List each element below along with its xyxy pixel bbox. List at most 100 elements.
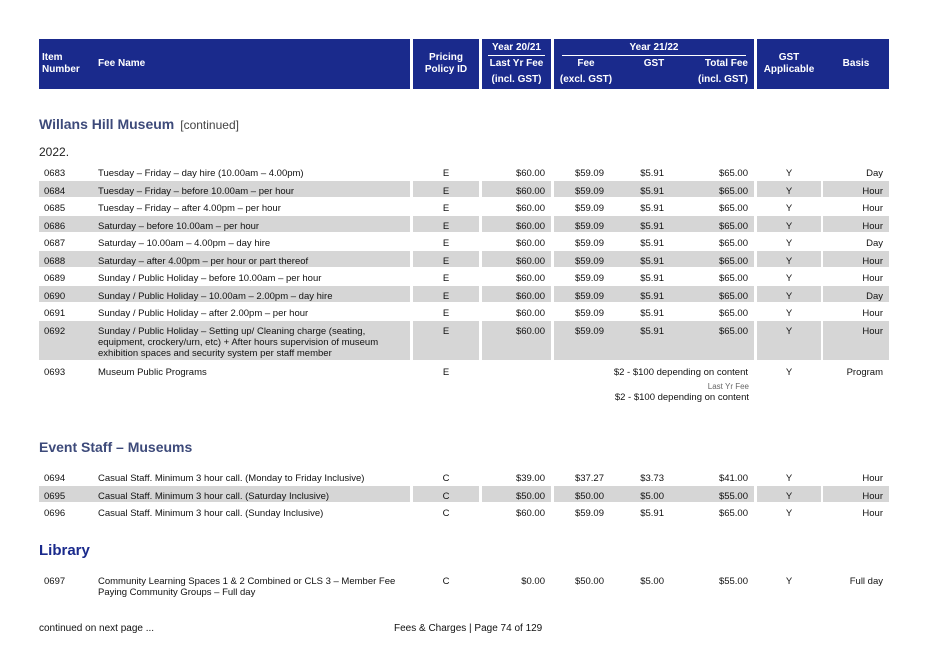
section-continued-label: [continued] bbox=[180, 118, 239, 132]
row-basis: Hour bbox=[862, 473, 883, 484]
row-fee-name: Casual Staff. Minimum 3 hour call. (Satu… bbox=[98, 490, 330, 502]
row-last-yr-fee: $0.00 bbox=[521, 576, 545, 587]
section-title-library: Library bbox=[39, 542, 90, 559]
row-last-yr-fee: $50.00 bbox=[515, 490, 545, 502]
row-basis: Hour bbox=[862, 490, 883, 502]
row-current-cell: $50.00 $5.00 $55.00 bbox=[554, 485, 754, 502]
row-gst: $5.00 bbox=[640, 490, 664, 502]
section-title-event-staff: Event Staff – Museums bbox=[39, 439, 193, 455]
row-policy: E bbox=[442, 220, 450, 232]
row-policy: E bbox=[442, 255, 450, 267]
row-fee: $59.09 bbox=[574, 308, 604, 319]
row-last-cell: $60.00 bbox=[482, 163, 551, 180]
row-total: $65.00 bbox=[718, 168, 748, 179]
program-last-yr-label: Last Yr Fee bbox=[707, 382, 749, 391]
row-fee: $50.00 bbox=[574, 490, 604, 502]
header-total-1: Total Fee bbox=[704, 58, 748, 69]
row-gst: $5.91 bbox=[640, 255, 664, 267]
row-current-cell: $59.09$5.91$65.00 bbox=[554, 180, 754, 197]
row-policy: C bbox=[442, 490, 450, 502]
row-last-yr-fee: $60.00 bbox=[515, 203, 545, 214]
row-basis: Hour bbox=[862, 255, 883, 267]
row-total: $55.00 bbox=[718, 490, 748, 502]
row-last-yr-fee: $60.00 bbox=[515, 238, 545, 249]
row-app-cell: Y bbox=[757, 285, 821, 302]
row-fee-name: Community Learning Spaces 1 & 2 Combined… bbox=[98, 576, 396, 598]
row-total: $65.00 bbox=[718, 203, 748, 214]
row-app-cell: Y bbox=[757, 303, 821, 320]
row-current-cell: $59.09$5.91$65.00 bbox=[554, 285, 754, 302]
row-current-cell: $59.09$5.91$65.00 bbox=[554, 268, 754, 285]
row-gst: $5.91 bbox=[640, 238, 664, 249]
row-policy: E bbox=[442, 308, 450, 319]
header-last-yr-2: (incl. GST) bbox=[491, 74, 542, 85]
row-gst: $5.91 bbox=[640, 308, 664, 319]
row-basis-cell: Hour bbox=[823, 198, 889, 215]
row-policy-cell: E bbox=[413, 303, 479, 320]
row-gst: $5.91 bbox=[640, 168, 664, 179]
row-app-cell: Y bbox=[757, 198, 821, 215]
program-basis-cell: Program bbox=[823, 362, 889, 380]
row-last-cell: $60.00 bbox=[482, 303, 551, 320]
row-policy-cell: E bbox=[413, 233, 479, 250]
row-app-cell: Y bbox=[757, 233, 821, 250]
row-app-cell: Y bbox=[757, 320, 821, 360]
row-last-cell: $60.00 bbox=[482, 320, 551, 360]
row-fee-name: Saturday – before 10.00am – per hour bbox=[98, 220, 260, 232]
row-total: $65.00 bbox=[718, 273, 748, 284]
row-name-cell: 0695 Casual Staff. Minimum 3 hour call. (… bbox=[39, 485, 410, 502]
row-last-cell: $60.00 bbox=[482, 250, 551, 267]
row-app-cell: Y bbox=[757, 503, 821, 520]
header-item-number-1: Item bbox=[42, 52, 63, 63]
row-policy: E bbox=[442, 273, 450, 284]
row-app-cell: Y bbox=[757, 571, 821, 597]
row-policy-cell: E bbox=[413, 285, 479, 302]
row-policy-cell: E bbox=[413, 320, 479, 360]
row-basis: Hour bbox=[862, 273, 883, 284]
row-app-cell: Y bbox=[757, 250, 821, 267]
row-fee-name: Sunday / Public Holiday – after 2.00pm –… bbox=[98, 308, 309, 319]
header-year-curr: Year 21/22 bbox=[629, 42, 679, 53]
row-fee-name: Casual Staff. Minimum 3 hour call. (Sund… bbox=[98, 508, 324, 519]
header-last-yr-1: Last Yr Fee bbox=[489, 58, 544, 69]
row-policy-cell: E bbox=[413, 268, 479, 285]
header-item-fee-name: Item Number Fee Name bbox=[39, 39, 410, 89]
row-fee: $59.09 bbox=[574, 290, 604, 302]
row-app-cell: Y bbox=[757, 180, 821, 197]
footer-page-info: Fees & Charges | Page 74 of 129 bbox=[394, 623, 543, 634]
row-policy: E bbox=[442, 238, 450, 249]
row-last-cell: $50.00 bbox=[482, 485, 551, 502]
row-gst-applicable: Y bbox=[785, 508, 793, 519]
row-item-number: 0687 bbox=[44, 238, 66, 249]
row-fee: $59.09 bbox=[574, 203, 604, 214]
row-gst: $3.73 bbox=[640, 473, 664, 484]
row-last-cell: $60.00 bbox=[482, 180, 551, 197]
header-pricing-1: Pricing bbox=[429, 52, 463, 63]
header-gst-app-2: Applicable bbox=[763, 64, 815, 75]
program-num: 0693 bbox=[44, 367, 66, 378]
row-policy: E bbox=[442, 290, 450, 302]
row-last-yr-fee: $60.00 bbox=[515, 325, 545, 337]
row-item-number: 0697 bbox=[44, 576, 66, 587]
row-policy-cell: E bbox=[413, 180, 479, 197]
program-span-cell: $2 - $100 depending on content bbox=[482, 362, 754, 380]
row-basis: Hour bbox=[862, 325, 883, 337]
row-last-cell: $39.00 bbox=[482, 468, 551, 485]
row-basis: Day bbox=[866, 290, 883, 302]
section-title-willans: Willans Hill Museum[continued] bbox=[39, 116, 239, 132]
table-row: 0697 Community Learning Spaces 1 & 2 Comb… bbox=[0, 571, 928, 598]
program-app: Y bbox=[785, 367, 793, 378]
row-basis-cell: Hour bbox=[823, 320, 889, 360]
row-current-cell: $37.27$3.73$41.00 bbox=[554, 468, 754, 485]
row-last-cell: $0.00 bbox=[482, 571, 551, 597]
row-item-number: 0696 bbox=[44, 508, 66, 519]
row-last-cell: $60.00 bbox=[482, 215, 551, 232]
row-item-number: 0695 bbox=[44, 490, 66, 502]
